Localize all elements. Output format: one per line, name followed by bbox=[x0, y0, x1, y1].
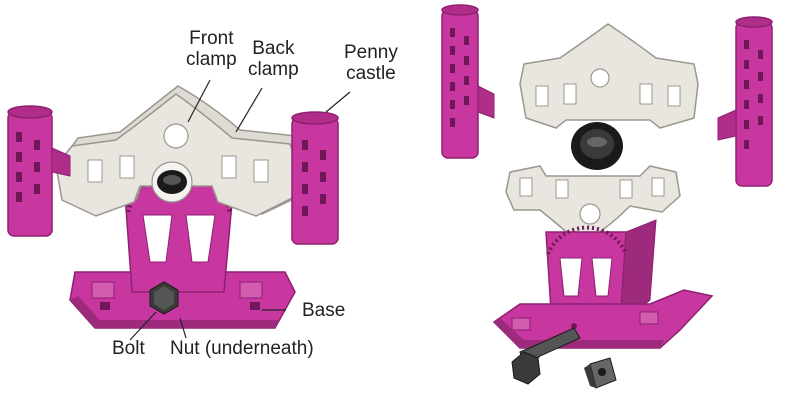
front-clamp-label: Front clamp bbox=[186, 28, 237, 70]
nut-label: Nut (underneath) bbox=[170, 338, 314, 359]
callout-lines bbox=[129, 79, 351, 341]
exploded-right-castle bbox=[717, 16, 773, 187]
exploded-base bbox=[492, 289, 714, 349]
bolt-part bbox=[149, 281, 179, 315]
base-part bbox=[69, 271, 296, 329]
exploded-lower-clamp bbox=[505, 165, 681, 245]
bolt-label: Bolt bbox=[112, 338, 145, 359]
exploded-left-castle bbox=[441, 4, 495, 159]
back-clamp-label: Back clamp bbox=[248, 38, 299, 80]
exploded-bolt bbox=[511, 327, 581, 385]
assembled-view bbox=[7, 79, 351, 341]
exploded-view bbox=[441, 4, 773, 389]
penny-castle-label: Penny castle bbox=[344, 42, 398, 84]
left-penny-castle bbox=[7, 105, 71, 237]
right-penny-castle bbox=[291, 111, 339, 245]
base-label: Base bbox=[302, 300, 346, 321]
exploded-upper-clamp bbox=[519, 23, 699, 129]
exploded-nut bbox=[584, 357, 617, 389]
front-clamp-part bbox=[55, 93, 299, 217]
exploded-coin bbox=[571, 122, 623, 170]
